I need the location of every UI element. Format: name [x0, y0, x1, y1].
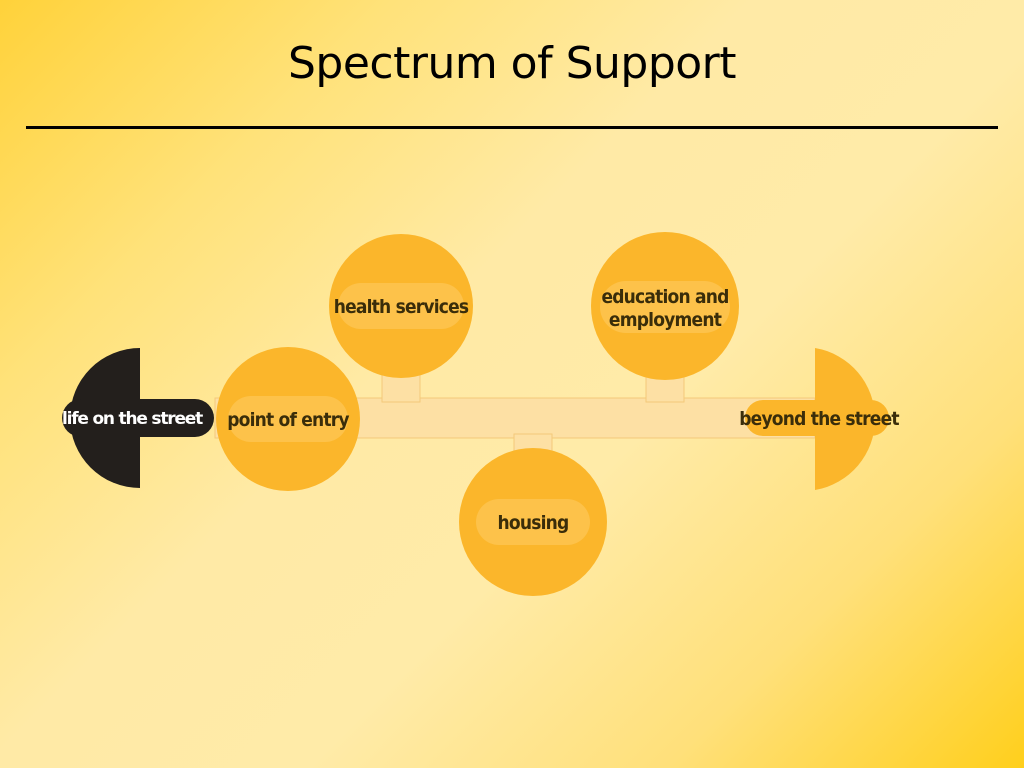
node-point-of-entry: point of entry [216, 347, 360, 491]
node-education-and-employment: education and employment [591, 232, 739, 380]
node-label: point of entry [227, 409, 349, 431]
start-life-on-the-street: life on the street [62, 348, 214, 488]
start-pill [62, 399, 214, 437]
slide-title: Spectrum of Support [287, 38, 737, 89]
end-beyond-the-street: beyond the street [739, 348, 900, 490]
node-label-line-1: education and [601, 286, 728, 308]
node-label: health services [334, 296, 469, 318]
node-band [600, 281, 730, 333]
node-housing: housing [459, 448, 607, 596]
end-pill [745, 400, 889, 436]
node-band [338, 283, 464, 329]
end-label: beyond the street [739, 408, 899, 430]
node-label-line-2: employment [609, 309, 722, 331]
node-health-services: health services [329, 234, 473, 378]
node-band [228, 396, 348, 442]
node-label: housing [498, 512, 569, 534]
title-divider [26, 126, 998, 129]
node-band [476, 499, 590, 545]
start-label: life on the street [62, 409, 203, 429]
